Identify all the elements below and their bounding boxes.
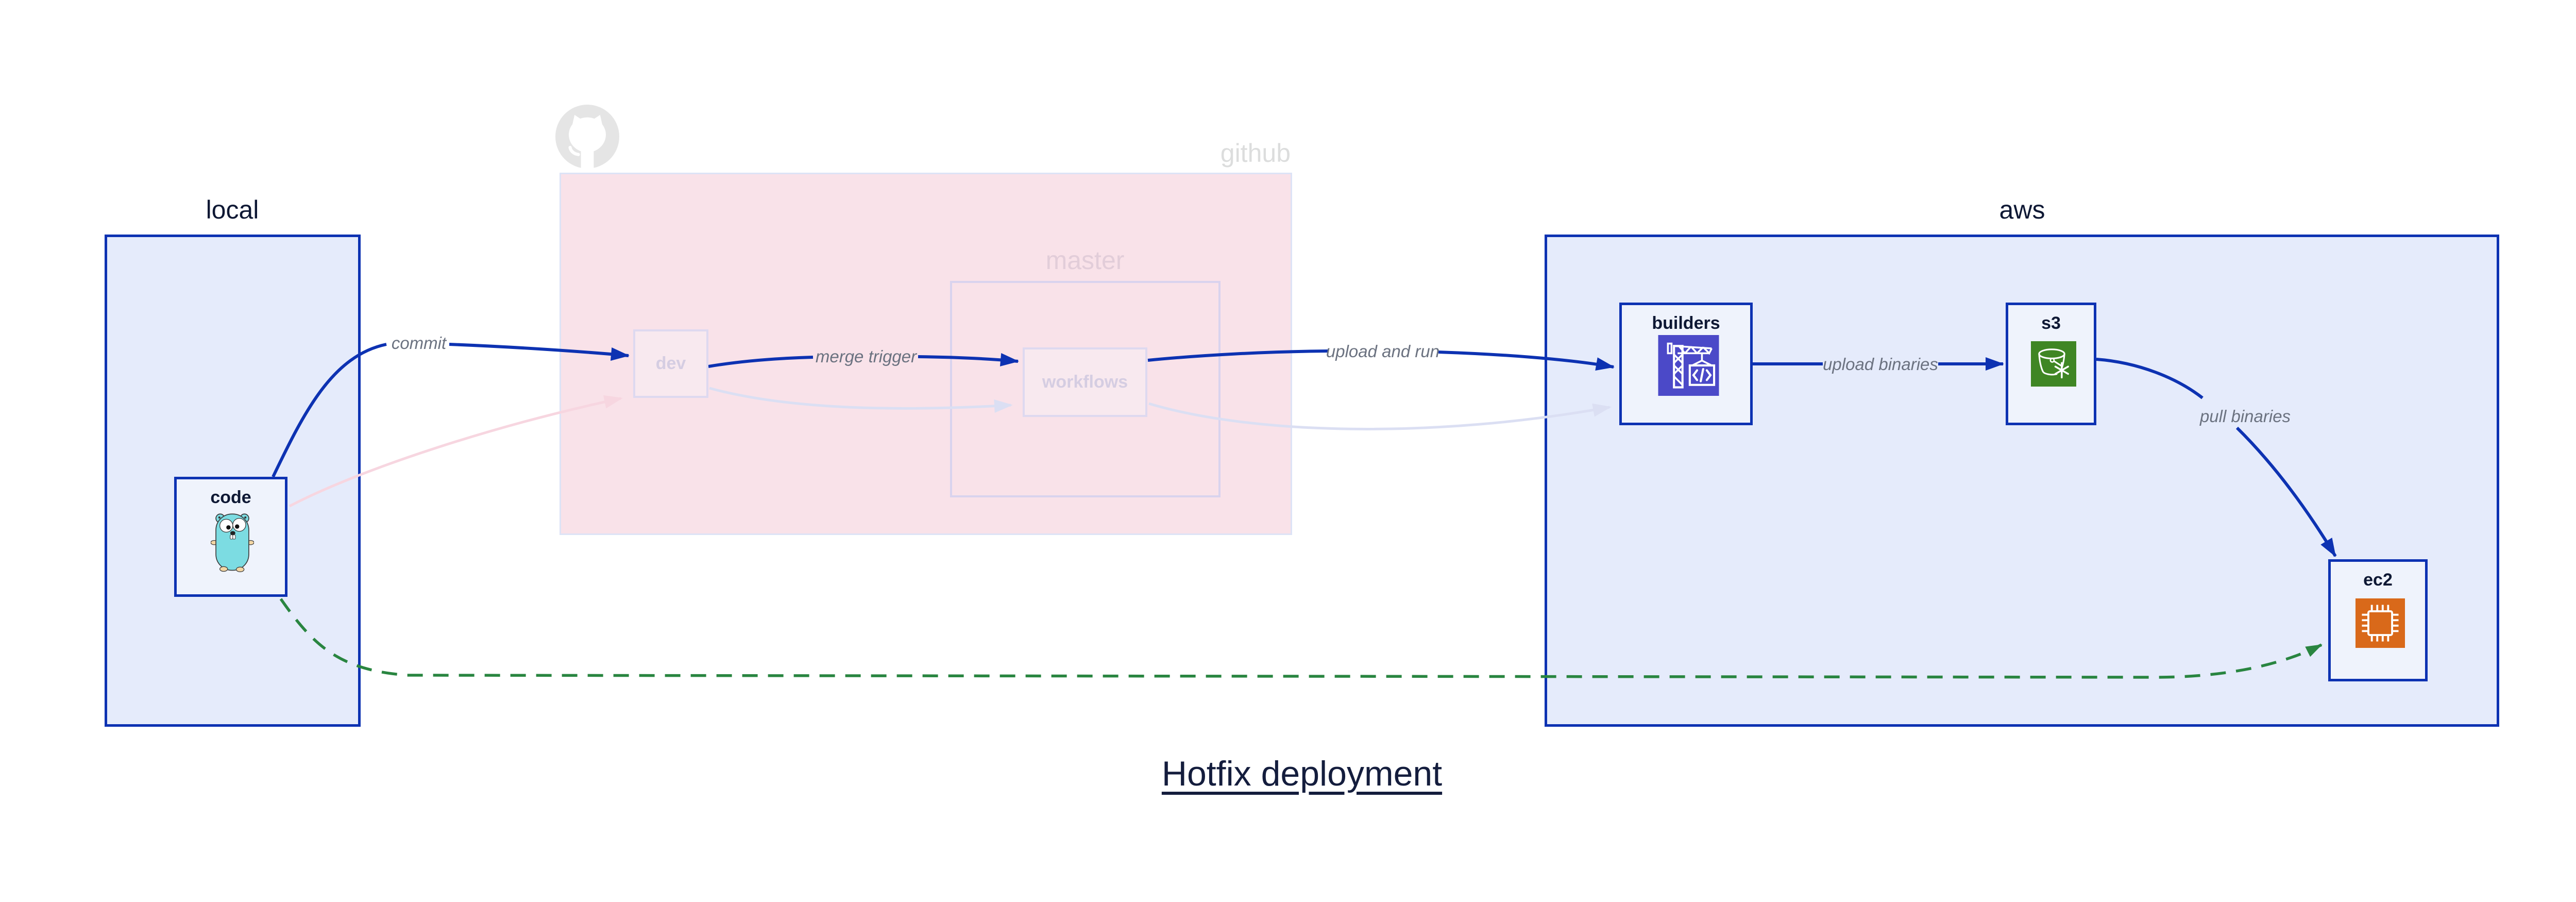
codebuild-crane-icon [1658,335,1719,396]
go-gopher-icon [210,511,255,573]
node-builders: builders [1619,303,1753,425]
edge-label-commit: commit [391,333,447,353]
edge-label-upload-binaries: upload binaries [1823,355,1938,374]
edge-label-merge-trigger: merge trigger [815,347,917,366]
node-s3: s3 [2006,303,2096,425]
node-code-label: code [210,488,251,507]
master-group-label: master [1045,246,1125,275]
node-dev: dev [633,329,708,398]
node-builders-label: builders [1652,313,1720,333]
diagram-title: Hotfix deployment [1161,754,1443,793]
node-dev-label: dev [655,354,686,373]
node-workflows: workflows [1023,347,1147,417]
node-ec2: ec2 [2328,559,2428,681]
node-workflows-label: workflows [1042,372,1128,392]
edge-label-pull-binaries: pull binaries [2199,407,2291,426]
s3-bucket-icon [2031,341,2076,387]
github-group-label: github [1220,139,1291,168]
aws-group-label: aws [1999,195,2045,224]
ec2-chip-icon [2355,598,2405,648]
node-code: code [174,477,287,597]
edge-label-upload-and-run: upload and run [1326,342,1440,361]
local-group-label: local [206,195,259,224]
node-s3-label: s3 [2041,313,2061,333]
github-octocat-icon [555,105,619,169]
node-ec2-label: ec2 [2363,570,2393,590]
